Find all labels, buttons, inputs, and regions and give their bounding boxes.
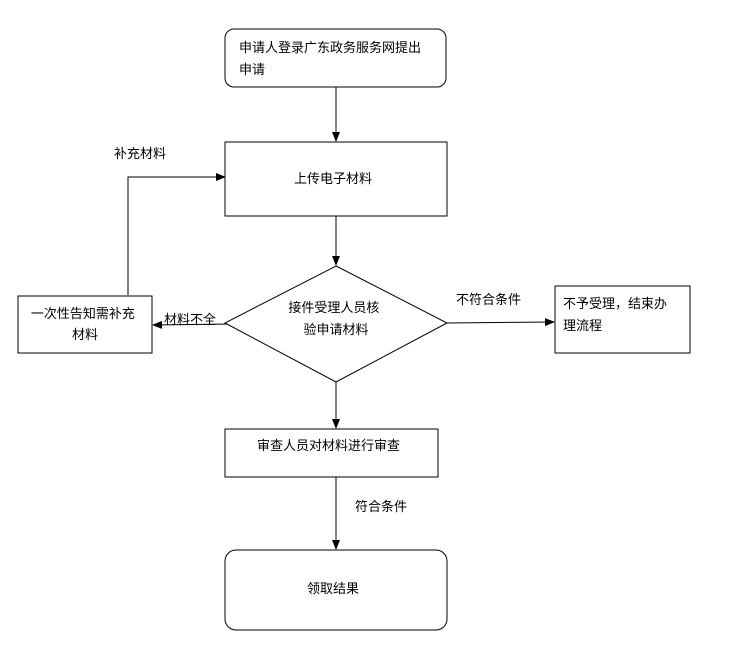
node-verify: 接件受理人员核 验申请材料 (223, 265, 449, 383)
node-verify-line-2: 验申请材料 (303, 322, 368, 338)
edge-labels: 补充材料 材料不全 不符合条件 符合条件 (114, 146, 521, 515)
edge-label-qualified: 符合条件 (355, 499, 407, 515)
node-review: 审查人员对材料进行审查 (224, 428, 439, 478)
node-notify-line-1: 一次性告知需补充 (31, 306, 135, 322)
node-reject-line-2: 理流程 (563, 319, 602, 334)
node-result: 领取结果 (224, 549, 448, 631)
node-notify: 一次性告知需补充 材料 (17, 295, 153, 354)
edge-label-supplement: 补充材料 (114, 146, 166, 162)
node-upload-label: 上传电子材料 (294, 172, 372, 187)
node-notify-line-2: 材料 (72, 328, 98, 343)
edges (127, 87, 555, 550)
node-reject-line-1: 不予受理，结束办 (563, 297, 667, 312)
node-apply: 申请人登录广东政务服务网提出 申请 (224, 28, 447, 88)
svg-text:一次性告知需补充 材料: 一次性告知需补充 材料 (31, 306, 139, 343)
svg-text:申请人登录广东政务服务网提出 申请: 申请人登录广东政务服务网提出 申请 (239, 40, 425, 78)
node-result-label: 领取结果 (307, 582, 359, 597)
edge-label-incomplete: 材料不全 (164, 312, 216, 328)
svg-text:不予受理，结束办 理流程: 不予受理，结束办 理流程 (563, 297, 671, 334)
node-apply-line-2: 申请 (239, 63, 265, 78)
edge-label-not-qualified: 不符合条件 (456, 292, 521, 308)
node-review-label: 审查人员对材料进行审查 (257, 439, 400, 454)
node-reject: 不予受理，结束办 理流程 (554, 285, 691, 354)
svg-text:接件受理人员核 验申请材料: 接件受理人员核 验申请材料 (288, 300, 383, 338)
node-apply-line-1: 申请人登录广东政务服务网提出 (239, 40, 421, 56)
edge-verify-to-reject (446, 318, 555, 327)
edge-verify-to-notify (152, 320, 233, 329)
edge-notify-to-upload (127, 173, 226, 295)
nodes: 申请人登录广东政务服务网提出 申请 上传电子材料 接件受理人员核 验申请材料 一… (17, 28, 691, 631)
node-upload: 上传电子材料 (224, 141, 448, 217)
node-verify-line-1: 接件受理人员核 (288, 300, 379, 316)
